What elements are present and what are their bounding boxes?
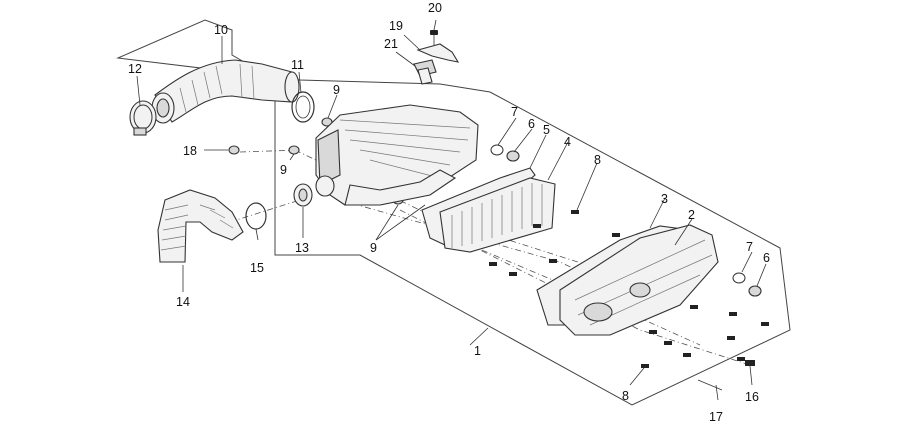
callout-20: 20 <box>428 1 442 15</box>
callout-11: 11 <box>291 58 304 72</box>
screws <box>489 210 769 391</box>
leader-lines <box>136 19 767 401</box>
callout-4: 4 <box>564 135 571 149</box>
callout-8-lower: 8 <box>622 389 629 403</box>
callout-14: 14 <box>176 295 190 309</box>
top-bracket-part <box>413 30 460 85</box>
callout-13: 13 <box>295 241 309 255</box>
callout-labels: 20 19 21 10 12 11 9 18 9 7 6 5 4 8 3 2 7… <box>128 1 770 424</box>
callout-19: 19 <box>389 19 403 33</box>
clips-lower <box>732 272 762 297</box>
assembly-boundary <box>116 19 791 406</box>
airbox-cover <box>559 224 719 336</box>
callout-17: 17 <box>709 410 723 424</box>
clamp-ring-lower <box>245 202 267 241</box>
callout-12: 12 <box>128 62 142 76</box>
callout-18: 18 <box>183 144 197 158</box>
callout-15: 15 <box>250 261 264 275</box>
callout-7-lower: 7 <box>746 240 753 254</box>
callout-5: 5 <box>543 123 550 137</box>
callout-21: 21 <box>384 37 398 51</box>
callout-2: 2 <box>688 208 695 222</box>
upper-intake-duct <box>151 59 300 124</box>
callout-9-mid: 9 <box>280 163 287 177</box>
callout-8-upper: 8 <box>594 153 601 167</box>
callout-16: 16 <box>745 390 759 404</box>
callout-7-upper: 7 <box>511 105 518 119</box>
airbox-housing <box>315 104 479 206</box>
callout-3: 3 <box>661 192 668 206</box>
callout-1: 1 <box>474 344 481 358</box>
callout-9-bottom: 9 <box>370 241 377 255</box>
callout-9-top: 9 <box>333 83 340 97</box>
callout-6-lower: 6 <box>763 251 770 265</box>
callout-6-upper: 6 <box>528 117 535 131</box>
lower-intake-duct <box>157 189 244 263</box>
clamp-ring-right <box>291 91 315 123</box>
clips-upper <box>490 144 520 162</box>
callout-10: 10 <box>214 23 228 37</box>
hose-clamp-left <box>129 100 157 136</box>
air-filter-element <box>439 177 556 253</box>
inlet-grommet <box>293 183 313 207</box>
